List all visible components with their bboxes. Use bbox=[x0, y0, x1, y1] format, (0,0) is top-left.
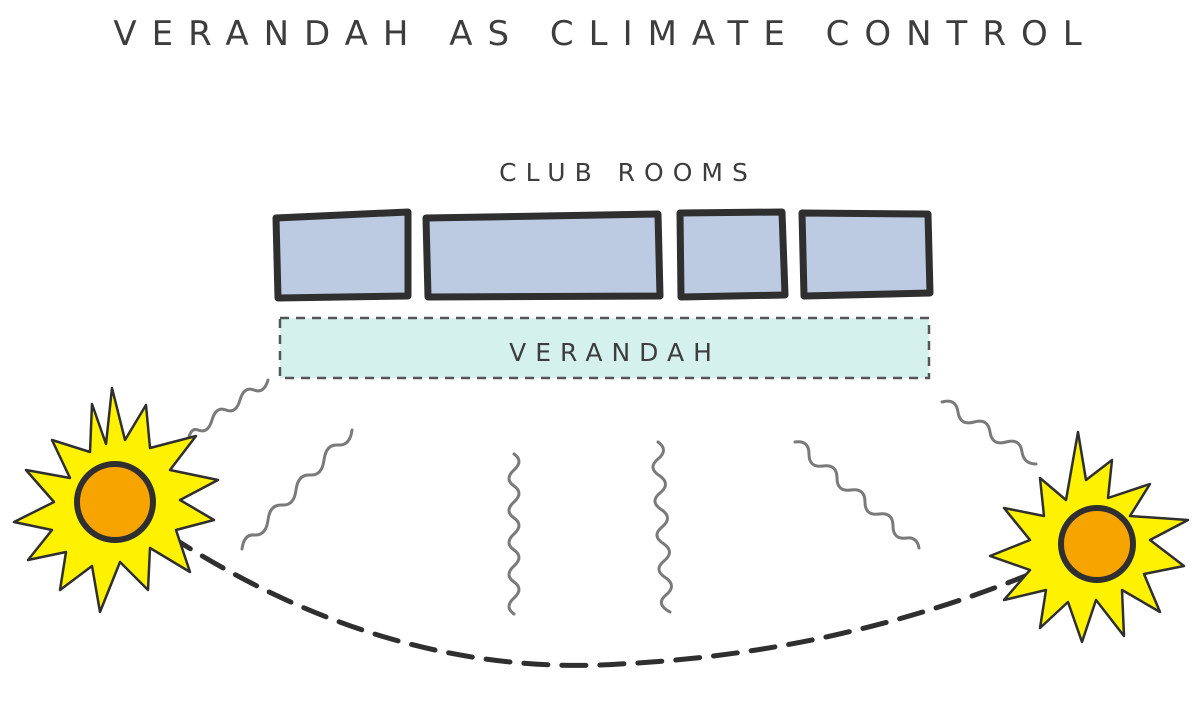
heat-wave-icon bbox=[940, 399, 1038, 466]
heat-wave-icon bbox=[651, 440, 673, 614]
club-room-2 bbox=[422, 210, 664, 301]
club-rooms bbox=[272, 208, 934, 302]
club-room-1 bbox=[272, 208, 412, 302]
heat-waves bbox=[186, 378, 1038, 616]
sun-core-right bbox=[1058, 505, 1136, 583]
diagram-title: VERANDAH AS CLIMATE CONTROL bbox=[113, 14, 1097, 54]
club-room-3 bbox=[676, 208, 789, 301]
club-room-4 bbox=[798, 209, 934, 300]
heat-wave-icon bbox=[507, 452, 521, 616]
sun-path-arc bbox=[167, 533, 1043, 668]
heat-wave-icon bbox=[186, 378, 270, 444]
club-rooms-label: CLUB ROOMS bbox=[499, 158, 757, 187]
verandah-label: VERANDAH bbox=[509, 338, 721, 367]
heat-wave-icon bbox=[793, 440, 921, 550]
heat-wave-icon bbox=[240, 428, 354, 551]
sun-icon bbox=[12, 386, 220, 614]
sun-core-left bbox=[74, 461, 156, 543]
verandah-zone bbox=[278, 316, 931, 380]
sun-icon bbox=[988, 430, 1190, 644]
